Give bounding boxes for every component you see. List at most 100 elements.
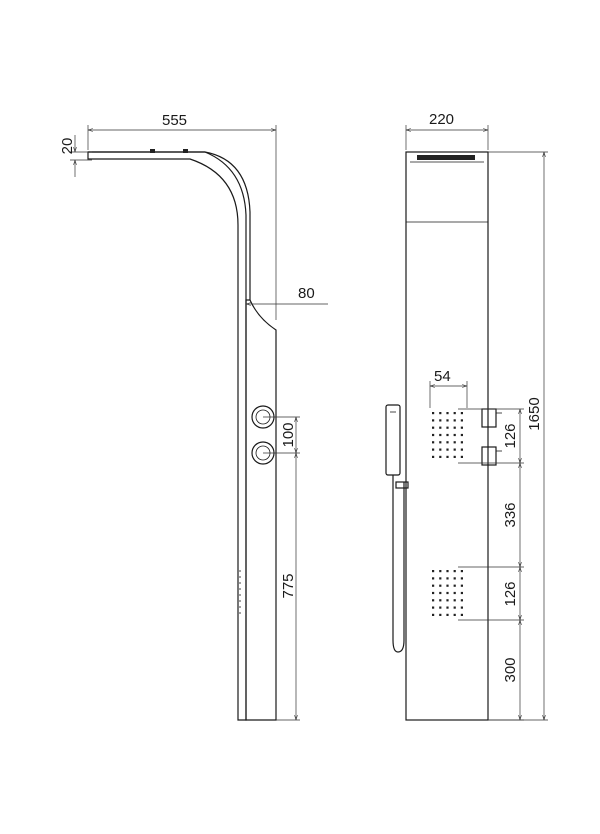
- jet-nozzle: [460, 613, 463, 616]
- jet-nozzle: [446, 591, 449, 595]
- jet-nozzle: [439, 591, 442, 595]
- hand-shower-hose: [392, 475, 405, 653]
- jet-nozzle: [439, 606, 442, 609]
- jet-nozzle: [439, 570, 442, 573]
- hand-shower-holder: [395, 481, 409, 489]
- jet-nozzle: [453, 441, 456, 444]
- side-view: 555 20 80 100 775: [59, 112, 328, 721]
- jet-nozzle: [432, 613, 435, 616]
- jet-nozzle: [453, 448, 456, 451]
- jet-nozzle: [439, 599, 442, 602]
- jet-nozzle: [432, 599, 435, 602]
- jet-nozzle: [446, 419, 449, 422]
- jet-nozzle: [460, 599, 463, 602]
- jet-nozzle: [439, 584, 442, 587]
- jet-nozzle: [446, 613, 449, 616]
- jet-nozzle: [446, 412, 449, 415]
- front-head-plate: [417, 155, 475, 160]
- jet-nozzle: [446, 433, 449, 437]
- jet-nozzle: [460, 577, 463, 580]
- jet-nozzle: [446, 584, 449, 587]
- jet-nozzle: [453, 433, 456, 437]
- jet-nozzle: [460, 419, 463, 422]
- dim-label-220: 220: [429, 111, 454, 128]
- jet-nozzle: [446, 599, 449, 602]
- jet-nozzle: [460, 433, 463, 437]
- side-panel-outline: [87, 151, 247, 721]
- hand-shower: [385, 404, 409, 653]
- front-valve-upper: [481, 408, 497, 428]
- jet-nozzle: [432, 584, 435, 587]
- hand-shower-head: [385, 404, 401, 476]
- jet-nozzle: [453, 455, 456, 458]
- jet-nozzle: [453, 419, 456, 422]
- jet-nozzle: [460, 606, 463, 609]
- jet-nozzle: [446, 570, 449, 573]
- dim-label-100: 100: [280, 422, 297, 447]
- jet-nozzle: [432, 455, 435, 458]
- jet-nozzle: [432, 448, 435, 451]
- jet-nozzle: [460, 426, 463, 429]
- jet-nozzle: [460, 455, 463, 458]
- jet-nozzle: [446, 577, 449, 580]
- dim-label-126-lower: 126: [502, 581, 519, 606]
- side-panel-body: [245, 299, 277, 721]
- jet-nozzle: [453, 412, 456, 415]
- jet-nozzle: [432, 426, 435, 429]
- jet-nozzle: [432, 441, 435, 444]
- jet-nozzle: [446, 455, 449, 458]
- jet-nozzle: [460, 570, 463, 573]
- dim-label-336: 336: [502, 502, 519, 527]
- front-valve-lower: [481, 446, 497, 466]
- dim-label-1650: 1650: [526, 397, 543, 430]
- front-upper-jets: [432, 412, 463, 458]
- jet-nozzle: [432, 412, 435, 415]
- dim-label-775: 775: [280, 573, 297, 598]
- jet-nozzle: [432, 591, 435, 595]
- front-panel-outline: [405, 151, 489, 721]
- head-nozzle-2: [183, 149, 188, 153]
- jet-nozzle: [460, 441, 463, 444]
- jet-nozzle: [453, 599, 456, 602]
- dim-label-555: 555: [162, 112, 187, 129]
- jet-nozzle: [446, 606, 449, 609]
- jet-nozzle: [460, 584, 463, 587]
- jet-nozzle: [460, 448, 463, 451]
- dim-label-126-upper: 126: [502, 423, 519, 448]
- front-lower-jets: [432, 570, 463, 616]
- jet-nozzle: [453, 606, 456, 609]
- jet-nozzle: [439, 426, 442, 429]
- jet-nozzle: [439, 613, 442, 616]
- side-panel-curve: [88, 151, 251, 300]
- jet-nozzle: [446, 448, 449, 451]
- jet-nozzle: [439, 433, 442, 437]
- jet-nozzle: [460, 412, 463, 415]
- jet-nozzle: [446, 426, 449, 429]
- jet-nozzle: [439, 577, 442, 580]
- jet-nozzle: [432, 433, 435, 437]
- dim-label-54: 54: [434, 368, 451, 385]
- jet-nozzle: [453, 577, 456, 580]
- dim-label-80: 80: [298, 285, 315, 302]
- jet-nozzle: [432, 570, 435, 573]
- jet-nozzle: [453, 570, 456, 573]
- jet-nozzle: [446, 441, 449, 444]
- jet-nozzle: [453, 584, 456, 587]
- jet-nozzle: [439, 448, 442, 451]
- jet-nozzle: [439, 412, 442, 415]
- front-view: 220 1650 54 126 336 126 300: [385, 111, 548, 721]
- jet-nozzle: [453, 591, 456, 595]
- jet-nozzle: [453, 613, 456, 616]
- jet-nozzle: [432, 606, 435, 609]
- jet-nozzle: [460, 591, 463, 595]
- jet-nozzle: [432, 419, 435, 422]
- jet-nozzle: [453, 426, 456, 429]
- jet-nozzle: [439, 441, 442, 444]
- dim-label-20: 20: [59, 138, 76, 155]
- head-nozzle-1: [150, 149, 155, 153]
- jet-nozzle: [439, 419, 442, 422]
- jet-nozzle: [432, 577, 435, 580]
- jet-nozzle: [439, 455, 442, 458]
- dim-label-300: 300: [502, 657, 519, 682]
